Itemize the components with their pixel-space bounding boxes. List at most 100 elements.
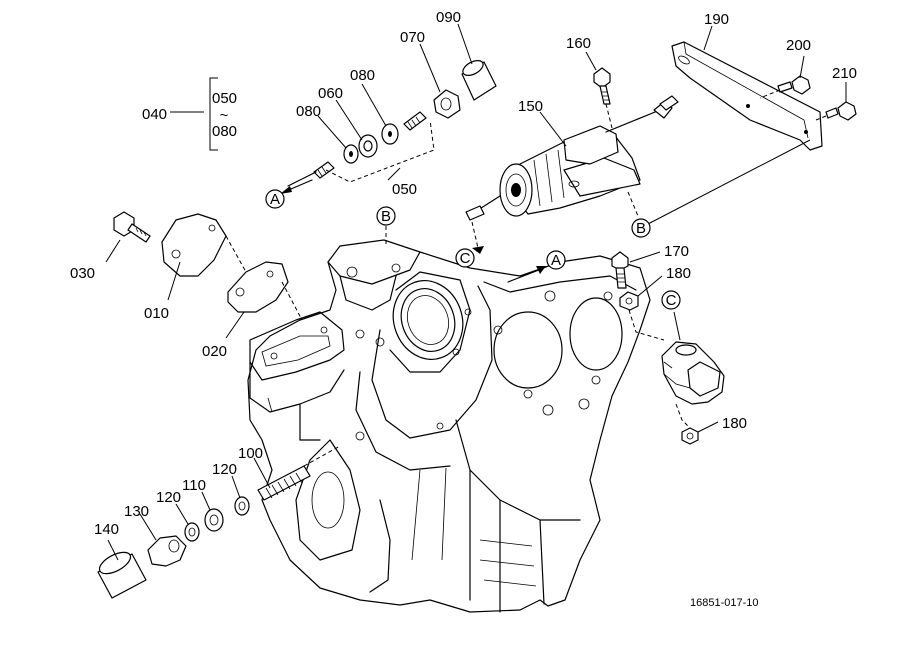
bolt-200	[777, 75, 811, 95]
washer-080-right	[381, 123, 399, 145]
label-050: 050	[392, 181, 417, 198]
sleeve-090	[461, 60, 497, 101]
leader-150	[539, 111, 567, 147]
leader-180-lower	[697, 421, 719, 433]
label-080-range-end: 080	[212, 123, 237, 140]
gasket-020	[227, 261, 289, 313]
leader-120-left	[175, 503, 189, 525]
leader-070	[419, 43, 441, 93]
leader-080-left	[317, 115, 347, 149]
label-range-separator: ~	[220, 107, 229, 124]
leader-120-right	[231, 475, 241, 499]
arrow-a-lower-head	[536, 266, 546, 274]
stud-050	[287, 111, 427, 187]
callout-b-block-text: B	[381, 208, 391, 225]
leader-180-upper	[637, 275, 663, 297]
label-200: 200	[786, 37, 811, 54]
label-050-range-start: 050	[212, 90, 237, 107]
label-090: 090	[436, 9, 461, 26]
assembly-line-010	[225, 235, 303, 321]
label-010: 010	[144, 305, 169, 322]
label-070: 070	[400, 29, 425, 46]
label-180-lower: 180	[722, 415, 747, 432]
callout-a-upper-text: A	[270, 191, 280, 208]
assembly-line-180-lower	[675, 403, 691, 429]
leader-140	[107, 539, 119, 561]
callout-a-upper: A	[265, 189, 285, 209]
label-160: 160	[566, 35, 591, 52]
bolt-160	[593, 67, 611, 105]
leader-170	[629, 251, 661, 263]
stud-100	[257, 465, 311, 501]
arrow-a-lower	[507, 267, 545, 283]
assembly-line-160	[605, 103, 613, 129]
callout-c-solenoid: C	[455, 248, 475, 268]
sleeve-140	[97, 551, 147, 599]
washer-120-right	[234, 496, 250, 516]
assembly-line-210	[815, 115, 827, 121]
assembly-line-180	[628, 309, 665, 341]
leader-010	[167, 261, 181, 301]
nut-070	[433, 89, 461, 119]
label-080-right: 080	[350, 67, 375, 84]
label-130: 130	[124, 503, 149, 520]
leader-100	[253, 457, 271, 489]
callout-a-lower-text: A	[551, 252, 561, 269]
leader-090	[457, 23, 473, 65]
stop-bracket	[661, 341, 725, 405]
washer-060	[358, 134, 378, 158]
callout-c-bracket-text: C	[666, 292, 677, 309]
assembly-line-200	[759, 89, 781, 99]
bolt-030	[113, 211, 151, 243]
arrow-a-upper-head	[280, 186, 292, 194]
washer-110	[204, 508, 224, 532]
leader-c-lower	[673, 311, 681, 341]
callout-b-bracket: B	[631, 218, 651, 238]
leader-190	[703, 25, 713, 51]
line-c-plunger	[471, 221, 479, 249]
callout-b-block: B	[376, 206, 396, 226]
label-210: 210	[832, 65, 857, 82]
assembly-line-050	[325, 119, 435, 183]
nut-180-lower	[681, 427, 699, 445]
label-100: 100	[238, 445, 263, 462]
label-140: 140	[94, 521, 119, 538]
washer-120-left	[184, 522, 200, 542]
solenoid-150	[465, 95, 679, 221]
leader-020	[225, 311, 245, 339]
arrow-c-head	[472, 246, 484, 254]
leader-160	[585, 51, 597, 71]
engine-block	[247, 239, 651, 613]
bracket-190	[671, 41, 823, 151]
callout-c-solenoid-text: C	[460, 250, 471, 267]
line-b-bracket	[647, 139, 811, 225]
leader-110	[201, 491, 211, 511]
nut-130	[147, 535, 187, 567]
line-b-solenoid	[627, 191, 639, 217]
label-120-left: 120	[156, 489, 181, 506]
leader-200	[799, 55, 805, 79]
callout-b-bracket-text: B	[636, 220, 646, 237]
cover-plate-010	[161, 213, 227, 277]
label-110: 110	[182, 477, 206, 494]
figure-reference-number: 16851-017-10	[690, 597, 759, 609]
bolt-210	[825, 101, 857, 121]
callout-c-bracket: C	[661, 290, 681, 310]
nut-180-upper	[619, 291, 639, 311]
leader-130	[139, 513, 157, 541]
label-170: 170	[664, 243, 689, 260]
label-120-right: 120	[212, 461, 237, 478]
leader-050	[387, 167, 401, 181]
label-040: 040	[142, 106, 167, 123]
bolt-170	[611, 251, 629, 289]
label-030: 030	[70, 265, 95, 282]
label-020: 020	[202, 343, 227, 360]
label-080-left: 080	[296, 103, 321, 120]
label-180-upper: 180	[666, 265, 691, 282]
washer-080-left	[343, 144, 359, 164]
label-190: 190	[704, 11, 729, 28]
callout-a-lower: A	[546, 250, 566, 270]
leader-030	[105, 239, 121, 263]
label-060: 060	[318, 85, 343, 102]
